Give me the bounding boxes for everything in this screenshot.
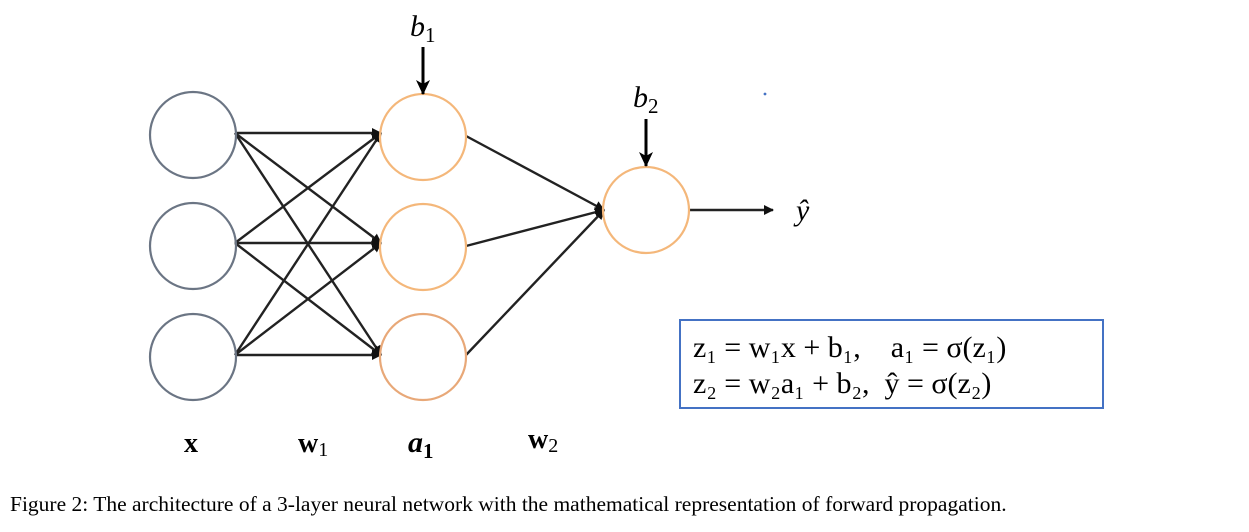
input-layer (148, 90, 238, 402)
input-neuron-3 (148, 312, 238, 402)
edge-x3-h1 (233, 132, 383, 356)
edges-w1 (233, 128, 383, 360)
output-label-yhat: ŷ (793, 194, 810, 227)
bias1-label: b1 (410, 10, 436, 47)
output-neuron (601, 165, 691, 255)
layer-label-a1: a1 (408, 426, 434, 463)
bias2-label: b2 (633, 81, 659, 118)
stray-dot (763, 92, 767, 96)
edge-h1-out (465, 134, 605, 212)
edge-h2-out (465, 207, 605, 248)
equation-box: z₁ = w₁x + b₁, a₁ = σ(z₁) z₂ = w₂a₁ + b₂… (679, 319, 1104, 409)
hidden-neuron-1 (378, 92, 468, 182)
layer-label-w2: w2 (528, 424, 558, 457)
hidden-layer (378, 92, 468, 402)
edge-h3-out (465, 209, 605, 356)
figure-caption: Figure 2: The architecture of a 3-layer … (10, 492, 1007, 516)
layer-label-x: x (184, 428, 198, 459)
hidden-neuron-3 (378, 312, 468, 402)
hidden-neuron-2 (378, 202, 468, 292)
edge-x3-h2 (234, 242, 382, 356)
edges-w2 (465, 134, 605, 356)
edge-x2-h1 (234, 132, 382, 244)
input-neuron-2 (148, 201, 238, 291)
layer-label-w1: w1 (298, 428, 328, 461)
equation-line-1: z₁ = w₁x + b₁, a₁ = σ(z₁) (693, 331, 1007, 364)
equation-line-2: z₂ = w₂a₁ + b₂, ŷ = σ(z₂) (693, 367, 992, 400)
input-neuron-1 (148, 90, 238, 180)
